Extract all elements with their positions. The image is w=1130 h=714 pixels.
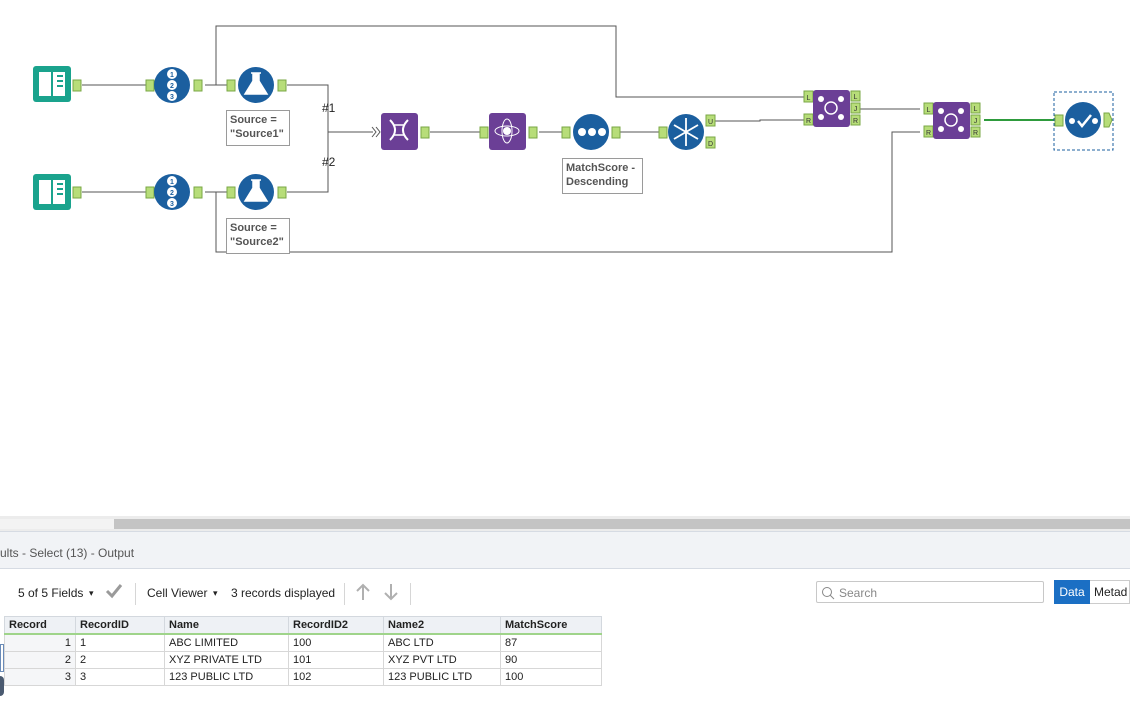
cell-matchscore[interactable]: 90 — [500, 651, 602, 669]
cell-name2[interactable]: 123 PUBLIC LTD — [383, 668, 501, 686]
toolbar-divider — [344, 583, 345, 605]
join2-left-anchor-label: L — [927, 107, 931, 114]
toolbar-divider — [135, 583, 136, 605]
left-edge-handle — [0, 676, 4, 696]
apply-check-icon[interactable] — [105, 582, 123, 603]
svg-text:3: 3 — [170, 94, 174, 101]
join-icon-2[interactable]: L R L J R — [923, 102, 981, 139]
svg-text:1: 1 — [170, 179, 174, 186]
cell-recordid[interactable]: 1 — [75, 633, 165, 652]
results-panel-title: ults - Select (13) - Output — [0, 531, 1130, 569]
record-id-icon-2[interactable]: 1 2 3 — [145, 174, 203, 210]
column-header-matchscore[interactable]: MatchScore — [500, 616, 602, 635]
metadata-tab-button[interactable]: Metad — [1090, 580, 1130, 604]
make-group-icon[interactable] — [479, 113, 538, 150]
connection-label-1: #1 — [322, 101, 336, 115]
join1-right-anchor-label: R — [806, 118, 811, 125]
cell-record[interactable]: 1 — [4, 633, 76, 652]
input-data-icon-1[interactable] — [33, 66, 82, 102]
cell-record[interactable]: 2 — [4, 651, 76, 669]
join-icon-1[interactable]: L R L J R — [803, 90, 861, 127]
search-input[interactable] — [837, 584, 1041, 602]
svg-text:2: 2 — [170, 190, 174, 197]
connection-label-2: #2 — [322, 155, 336, 169]
cell-name2[interactable]: XYZ PVT LTD — [383, 651, 501, 669]
join1-left-anchor-label: L — [807, 95, 811, 102]
cell-viewer-dropdown[interactable]: Cell Viewer — [147, 586, 208, 600]
cell-name[interactable]: ABC LIMITED — [164, 633, 289, 652]
fields-chevron-down-icon[interactable]: ▾ — [89, 588, 94, 598]
data-tab-button[interactable]: Data — [1054, 580, 1090, 604]
unique-u-anchor-label: U — [708, 119, 713, 126]
cell-recordid2[interactable]: 102 — [288, 668, 384, 686]
cell-name[interactable]: 123 PUBLIC LTD — [164, 668, 289, 686]
union-icon[interactable] — [371, 126, 381, 138]
unique-d-anchor-label: D — [708, 141, 713, 148]
input-data-icon-2[interactable] — [33, 174, 82, 210]
cell-recordid[interactable]: 2 — [75, 651, 165, 669]
formula-icon-1[interactable] — [226, 67, 287, 103]
grid-header-row: Record RecordID Name RecordID2 Name2 Mat… — [4, 616, 602, 635]
cell-recordid2[interactable]: 100 — [288, 633, 384, 652]
table-row[interactable]: 2 2 XYZ PRIVATE LTD 101 XYZ PVT LTD 90 — [4, 651, 602, 669]
fields-dropdown[interactable]: 5 of 5 Fields — [18, 586, 84, 600]
join2-out-r-label: R — [973, 130, 978, 137]
search-box[interactable] — [816, 581, 1044, 603]
column-header-record[interactable]: Record — [4, 616, 76, 635]
column-header-name2[interactable]: Name2 — [383, 616, 501, 635]
scrollbar-thumb[interactable] — [114, 519, 1130, 529]
cell-recordid[interactable]: 3 — [75, 668, 165, 686]
annotation-filter2: Source = "Source2" — [226, 218, 290, 254]
viewer-chevron-down-icon[interactable]: ▾ — [213, 588, 218, 598]
toolbar-divider — [410, 583, 411, 605]
arrow-up-icon[interactable] — [354, 583, 372, 604]
column-header-recordid2[interactable]: RecordID2 — [288, 616, 384, 635]
left-edge-marker — [0, 644, 4, 672]
cell-matchscore[interactable]: 100 — [500, 668, 602, 686]
table-row[interactable]: 1 1 ABC LIMITED 100 ABC LTD 87 — [4, 633, 602, 652]
join1-out-l-label: L — [854, 94, 858, 101]
column-header-recordid[interactable]: RecordID — [75, 616, 165, 635]
workflow-canvas[interactable]: 1 2 3 1 2 3 — [0, 0, 1130, 516]
fuzzy-match-icon[interactable] — [381, 113, 430, 150]
formula-icon-2[interactable] — [226, 174, 287, 210]
cell-matchscore[interactable]: 87 — [500, 633, 602, 652]
search-icon — [822, 587, 835, 600]
column-header-name[interactable]: Name — [164, 616, 289, 635]
cell-record[interactable]: 3 — [4, 668, 76, 686]
records-displayed-text: 3 records displayed — [231, 586, 336, 600]
join2-right-anchor-label: R — [926, 130, 931, 137]
select-icon[interactable] — [1054, 102, 1113, 138]
annotation-filter1: Source = "Source1" — [226, 110, 290, 146]
arrow-down-icon[interactable] — [382, 583, 400, 604]
results-toolbar: 5 of 5 Fields ▾ Cell Viewer ▾ 3 records … — [0, 570, 1130, 614]
svg-text:3: 3 — [170, 201, 174, 208]
table-row[interactable]: 3 3 123 PUBLIC LTD 102 123 PUBLIC LTD 10… — [4, 668, 602, 686]
cell-name2[interactable]: ABC LTD — [383, 633, 501, 652]
results-grid: Record RecordID Name RecordID2 Name2 Mat… — [4, 616, 602, 686]
record-id-icon-1[interactable]: 1 2 3 — [145, 67, 203, 103]
join2-out-l-label: L — [974, 106, 978, 113]
scrollbar-track[interactable] — [0, 519, 114, 529]
workflow-connections: 1 2 3 1 2 3 — [33, 25, 1114, 253]
svg-text:2: 2 — [170, 83, 174, 90]
annotation-sort: MatchScore - Descending — [562, 158, 643, 194]
join1-out-r-label: R — [853, 118, 858, 125]
svg-text:1: 1 — [170, 72, 174, 79]
cell-name[interactable]: XYZ PRIVATE LTD — [164, 651, 289, 669]
results-title-text: ults - Select (13) - Output — [0, 546, 135, 560]
join2-out-j-label: J — [974, 118, 978, 125]
canvas-horizontal-scrollbar[interactable] — [0, 516, 1130, 531]
sort-icon[interactable] — [561, 114, 621, 150]
cell-recordid2[interactable]: 101 — [288, 651, 384, 669]
join1-out-j-label: J — [854, 106, 858, 113]
unique-icon[interactable]: U D — [658, 114, 716, 150]
